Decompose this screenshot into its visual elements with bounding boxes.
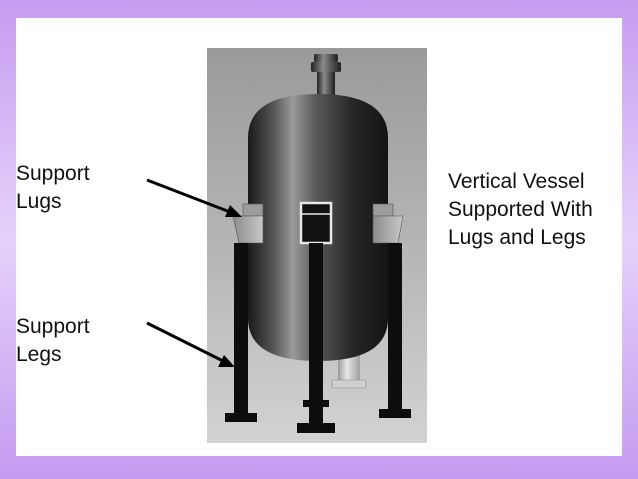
support-lug-front [299, 201, 333, 245]
label-line: Support [16, 162, 90, 185]
support-lug-left [232, 203, 264, 244]
slide-panel: Support Lugs Support Legs Vertical Vesse… [16, 18, 622, 456]
label-line: Legs [16, 343, 62, 366]
label-support-lugs: Support Lugs [16, 160, 90, 216]
support-leg-front [297, 243, 335, 433]
vessel-illustration [146, 48, 427, 443]
support-lug-right [372, 203, 404, 244]
support-leg-right [379, 243, 411, 418]
label-line: Lugs and Legs [448, 226, 586, 249]
label-vessel-description: Vertical Vessel Supported With Lugs and … [448, 168, 593, 252]
label-line: Supported With [448, 198, 593, 221]
arrow-to-lugs [146, 178, 242, 217]
label-line: Lugs [16, 190, 62, 213]
label-support-legs: Support Legs [16, 313, 90, 369]
label-line: Support [16, 315, 90, 338]
support-leg-left [225, 243, 257, 422]
arrow-to-legs [146, 321, 235, 367]
label-line: Vertical Vessel [448, 170, 585, 193]
